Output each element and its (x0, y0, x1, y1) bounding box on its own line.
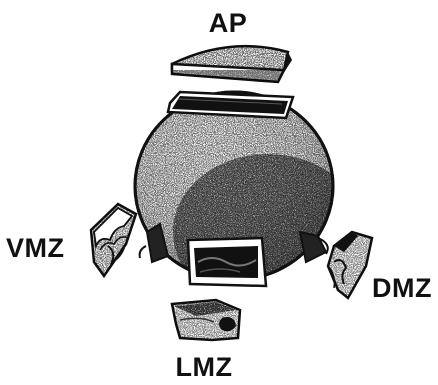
label-lmz: LMZ (176, 352, 233, 382)
vmz-fragment (91, 204, 136, 276)
label-vmz: VMZ (6, 233, 65, 263)
label-dmz: DMZ (372, 273, 432, 303)
top-cut (168, 92, 293, 118)
right-cut (300, 232, 328, 262)
label-ap: AP (209, 8, 248, 38)
lmz-fragment (172, 300, 240, 340)
ap-fragment (172, 46, 292, 82)
bottom-cut (188, 238, 266, 286)
dmz-fragment (328, 232, 372, 298)
